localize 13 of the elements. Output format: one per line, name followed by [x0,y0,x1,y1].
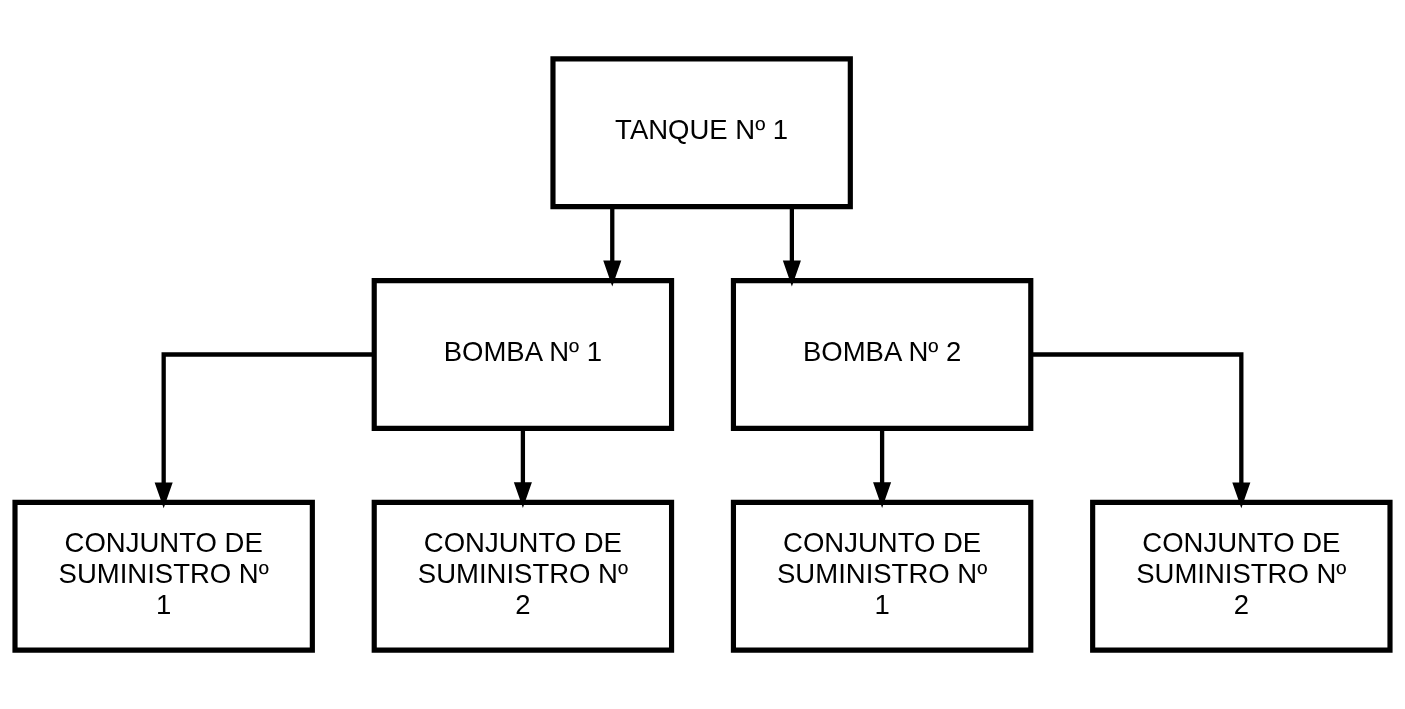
node-box: BOMBA Nº 2 [730,278,1034,431]
arrow [603,207,622,287]
node-box: CONJUNTO DE SUMINISTRO Nº 1 [12,499,315,653]
arrow [154,352,375,509]
node-box: CONJUNTO DE SUMINISTRO Nº 1 [730,499,1034,653]
node-box: TANQUE Nº 1 [550,56,853,210]
arrow [873,428,892,509]
arrow [1030,352,1251,509]
node-box: BOMBA Nº 1 [371,278,675,431]
arrow [782,207,801,287]
arrow [513,428,532,509]
node-box: CONJUNTO DE SUMINISTRO Nº 2 [1090,499,1393,653]
node-box: CONJUNTO DE SUMINISTRO Nº 2 [371,499,675,653]
